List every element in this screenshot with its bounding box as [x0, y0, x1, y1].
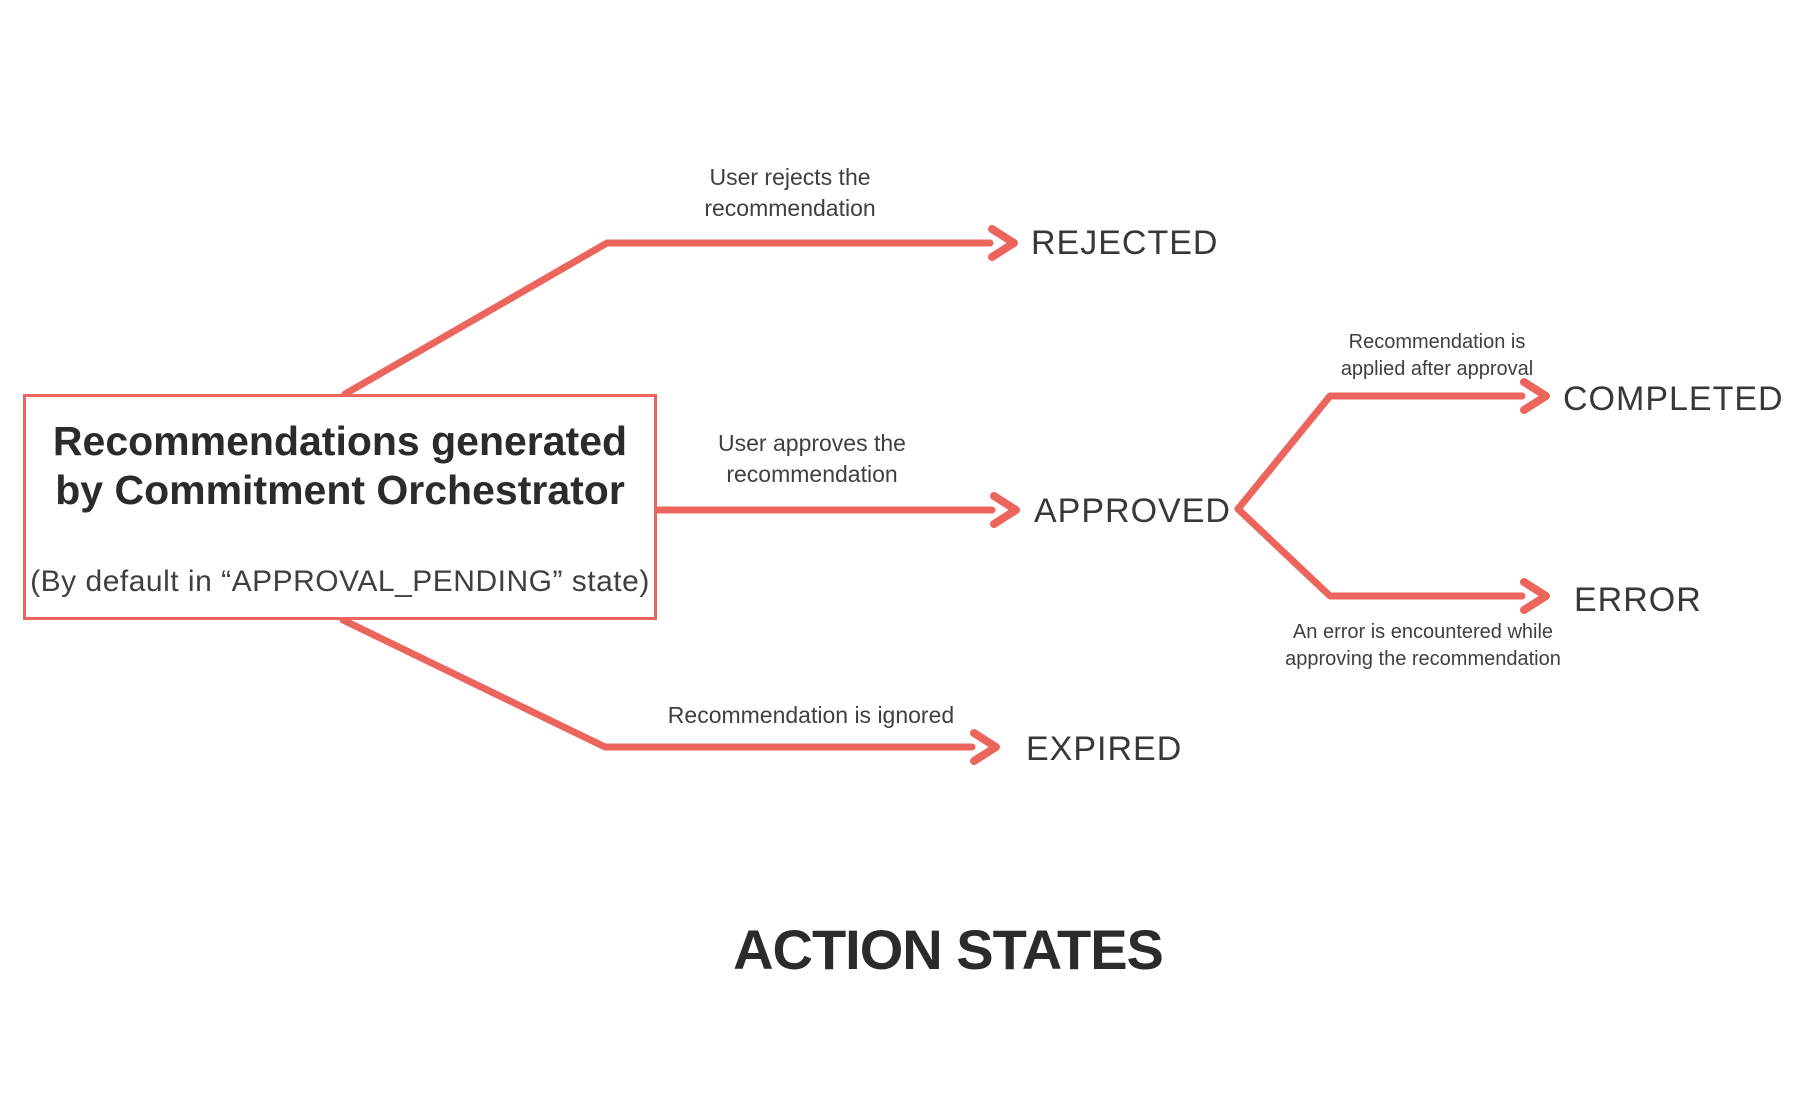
source-node-note: (By default in “APPROVAL_PENDING” state) — [30, 565, 650, 598]
state-completed: COMPLETED — [1563, 380, 1784, 418]
source-node-title: Recommendations generated by Commitment … — [26, 417, 654, 515]
source-node-title-line1: Recommendations generated — [52, 418, 628, 464]
edge-reject-label: User rejects the recommendation — [640, 162, 940, 224]
edge-reject-label-line1: User rejects the — [709, 164, 871, 190]
edge-approve-label: User approves the recommendation — [662, 428, 962, 490]
state-error: ERROR — [1574, 581, 1702, 619]
edge-error-arrowhead-icon — [1520, 578, 1550, 614]
edge-reject-line — [341, 239, 994, 398]
edge-reject-arrowhead-icon — [988, 225, 1018, 261]
edge-complete-label-line1: Recommendation is — [1348, 331, 1526, 353]
edge-approve-label-line2: recommendation — [726, 461, 898, 487]
edge-complete-arrowhead-icon — [1520, 378, 1550, 414]
edge-error-label-line1: An error is encountered while — [1292, 621, 1554, 643]
edge-complete-label: Recommendation is applied after approval — [1277, 329, 1597, 383]
edge-reject-label-line2: recommendation — [704, 195, 876, 221]
edge-error-line — [1234, 505, 1526, 600]
edge-error-label: An error is encountered while approving … — [1243, 619, 1603, 673]
state-expired: EXPIRED — [1026, 730, 1183, 768]
source-node-title-line2: by Commitment Orchestrator — [55, 467, 625, 513]
state-approved: APPROVED — [1034, 492, 1231, 530]
state-rejected: REJECTED — [1031, 224, 1219, 262]
source-node: Recommendations generated by Commitment … — [23, 394, 657, 620]
edge-expire-line — [339, 616, 976, 751]
edge-approve-arrowhead-icon — [990, 492, 1020, 528]
edge-complete-label-line2: applied after approval — [1340, 358, 1534, 380]
edge-error-label-line2: approving the recommendation — [1285, 648, 1561, 670]
edge-expire-label: Recommendation is ignored — [641, 700, 981, 731]
edge-complete-line — [1234, 392, 1526, 513]
edge-approve-label-line1: User approves the — [718, 430, 906, 456]
edge-expire-label-line1: Recommendation is ignored — [667, 702, 955, 728]
edge-expire-arrowhead-icon — [970, 729, 1000, 765]
diagram-title: ACTION STATES — [733, 918, 1164, 981]
